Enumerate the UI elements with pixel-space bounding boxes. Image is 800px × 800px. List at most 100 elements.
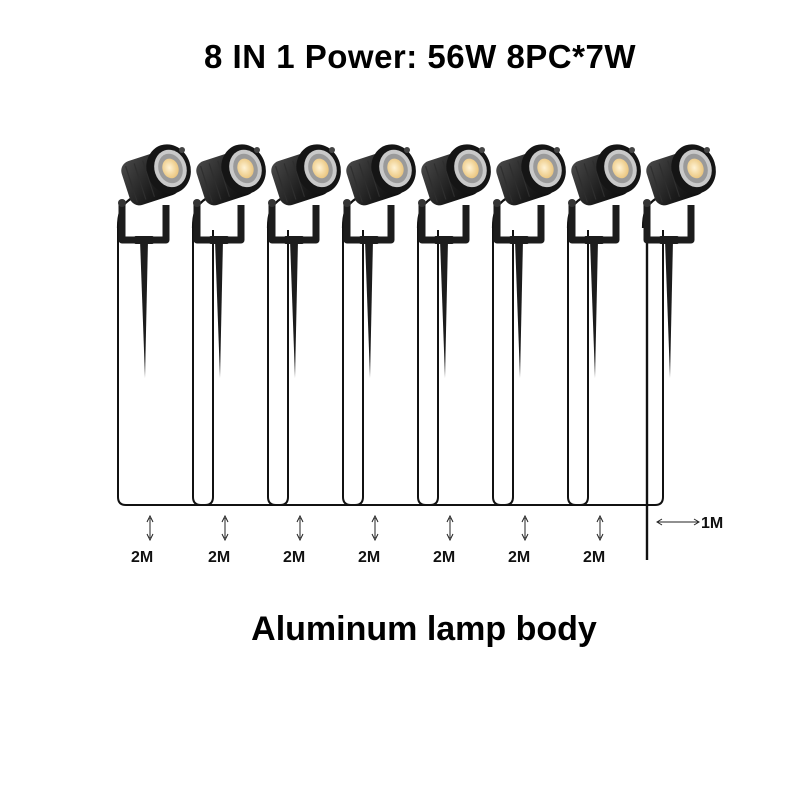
lamp-head (571, 144, 641, 206)
lamp-screw (179, 147, 185, 153)
lamp-head (196, 144, 266, 206)
cooling-fin (442, 160, 456, 197)
bracket-knob (343, 199, 351, 207)
spotlight-lamp-8 (641, 144, 716, 378)
cooling-fin (283, 163, 297, 200)
cooling-fin (658, 163, 672, 200)
segment-arrow-1 (146, 514, 154, 542)
led-chip (537, 158, 554, 179)
mounting-bracket (643, 205, 695, 244)
lamp-head (271, 144, 341, 206)
segment-length-label: 2M (433, 549, 455, 566)
wire-loop-1 (117, 228, 214, 506)
cooling-fin (517, 160, 531, 197)
spotlight-lamp-2 (191, 144, 266, 378)
segment-arrow-7 (596, 514, 604, 542)
cooling-fin (275, 166, 288, 203)
cooling-fin (592, 160, 606, 197)
mounting-bracket (568, 205, 620, 244)
wire-loop-5 (417, 228, 514, 506)
ground-spike (515, 240, 523, 378)
page-title: 8 IN 1 Power: 56W 8PC*7W (204, 38, 636, 75)
cooling-fin (508, 163, 522, 200)
ground-spike (440, 240, 448, 378)
wire-loop-2 (192, 228, 289, 506)
mounting-bracket (418, 205, 470, 244)
bracket-knob (418, 199, 426, 207)
bracket-knob (493, 199, 501, 207)
cooling-fin (125, 166, 138, 203)
cooling-fin (650, 166, 663, 203)
mounting-bracket (268, 205, 320, 244)
spotlight-lamp-3 (266, 144, 341, 378)
lamp-screw (704, 147, 710, 153)
lamp-screw (329, 147, 335, 153)
segment-arrow-3 (296, 514, 304, 542)
lamp-body-caption: Aluminum lamp body (251, 610, 597, 648)
ground-spike (215, 240, 223, 378)
lamp-row (116, 144, 716, 378)
lamp-head (646, 144, 716, 206)
led-chip (387, 158, 404, 179)
lamp-screw (629, 147, 635, 153)
segment-length-label: 2M (358, 549, 380, 566)
lamp-screw (479, 147, 485, 153)
segment-arrow-2 (221, 514, 229, 542)
mounting-bracket (118, 205, 170, 244)
cooling-fin (500, 166, 513, 203)
spotlight-lamp-4 (341, 144, 416, 378)
wire-loops (117, 228, 664, 560)
segment-arrow-5 (446, 514, 454, 542)
led-chip (612, 158, 629, 179)
cooling-fin (208, 163, 222, 200)
ground-spike (290, 240, 298, 378)
cooling-fin (425, 166, 438, 203)
spotlight-lamp-5 (416, 144, 491, 378)
lamp-head (421, 144, 491, 206)
cooling-fin (217, 160, 231, 197)
ground-spike (365, 240, 373, 378)
cooling-fin (433, 163, 447, 200)
tail-length-arrow (656, 518, 700, 526)
cooling-fin (133, 163, 147, 200)
wire-loop-3 (267, 228, 364, 506)
bracket-knob (118, 199, 126, 207)
cooling-fin (583, 163, 597, 200)
led-chip (162, 158, 179, 179)
bracket-knob (568, 199, 576, 207)
cooling-fin (367, 160, 381, 197)
segment-length-label: 2M (208, 549, 230, 566)
lamp-screw (404, 147, 410, 153)
cooling-fin (292, 160, 306, 197)
lamp-head (496, 144, 566, 206)
wire-loop-7 (567, 228, 664, 506)
segment-length-label: 2M (283, 549, 305, 566)
cooling-fin (350, 166, 363, 203)
bracket-knob (643, 199, 651, 207)
bracket-knob (268, 199, 276, 207)
cooling-fin (575, 166, 588, 203)
cooling-fin (358, 163, 372, 200)
wire-loop-6 (492, 228, 589, 506)
lamp-head (121, 144, 191, 206)
segment-length-label: 2M (583, 549, 605, 566)
tail-length-label: 1M (701, 515, 723, 532)
spotlight-lamp-6 (491, 144, 566, 378)
spotlight-lamp-7 (566, 144, 641, 378)
lamp-head (346, 144, 416, 206)
segment-arrow-6 (521, 514, 529, 542)
led-chip (687, 158, 704, 179)
led-chip (312, 158, 329, 179)
mounting-bracket (343, 205, 395, 244)
cooling-fin (667, 160, 681, 197)
spotlight-lamp-1 (116, 144, 191, 378)
led-chip (237, 158, 254, 179)
bracket-knob (193, 199, 201, 207)
ground-spike (590, 240, 598, 378)
ground-spike (140, 240, 148, 378)
mounting-bracket (493, 205, 545, 244)
lamp-screw (554, 147, 560, 153)
mounting-bracket (193, 205, 245, 244)
